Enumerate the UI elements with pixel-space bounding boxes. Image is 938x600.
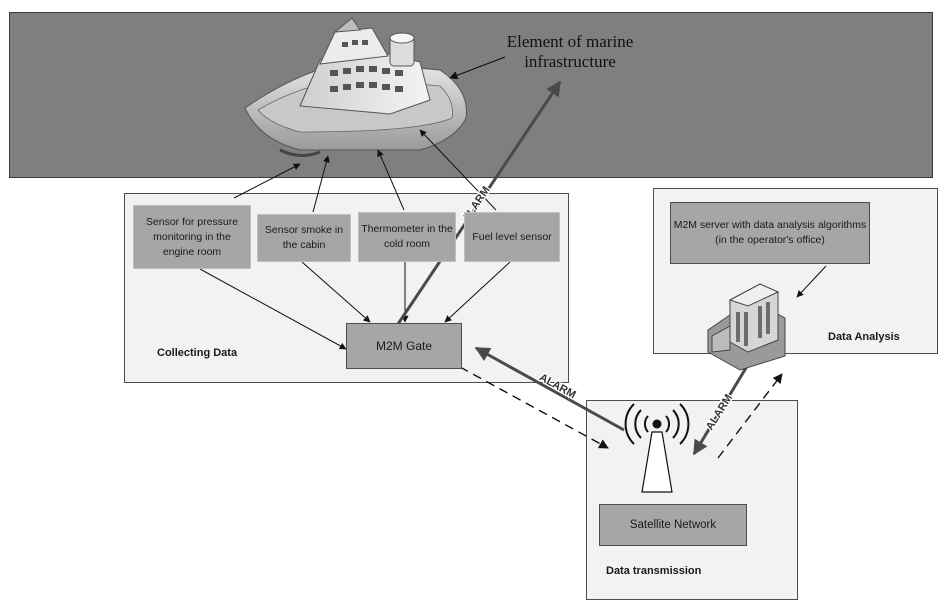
- data-transmission-label: Data transmission: [606, 565, 702, 577]
- m2m-server-box: M2M server with data analysis algorithms…: [670, 202, 870, 264]
- satellite-network-box: Satellite Network: [599, 504, 747, 546]
- marine-infrastructure-title: Element of marine infrastructure: [506, 32, 634, 71]
- thermometer-box: Thermometer in the cold room: [358, 212, 456, 262]
- ship-icon: [244, 17, 467, 157]
- alarm-label-server: ALARM: [704, 392, 735, 432]
- pressure-sensor-box: Sensor for pressure monitoring in the en…: [133, 205, 251, 269]
- fuel-level-sensor-box: Fuel level sensor: [464, 212, 560, 262]
- m2m-gate-box: M2M Gate: [346, 323, 462, 369]
- building-icon: [707, 283, 786, 371]
- marine-infrastructure-panel: [9, 12, 933, 178]
- smoke-sensor-box: Sensor smoke in the cabin: [257, 214, 351, 262]
- antenna-tower-icon: [624, 403, 690, 493]
- data-transmission-panel: [586, 400, 798, 600]
- data-analysis-label: Data Analysis: [828, 331, 900, 343]
- collecting-data-label: Collecting Data: [157, 347, 238, 359]
